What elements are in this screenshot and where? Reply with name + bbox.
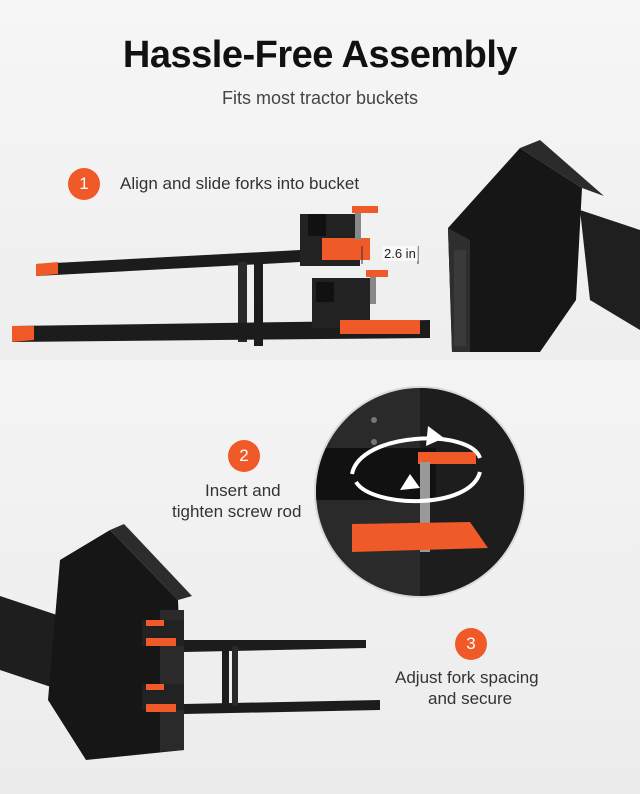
page-subtitle: Fits most tractor buckets	[221, 88, 419, 108]
page-title: Hassle-Free Assembly	[122, 34, 518, 76]
step-3-text-line1: Adjust fork spacing	[395, 668, 539, 687]
step-1-badge: 1	[68, 168, 100, 200]
measurement-label: 2.6 in	[382, 246, 418, 261]
step-3-badge: 3	[455, 628, 487, 660]
step-3-text-line2: and secure	[428, 689, 513, 708]
step-1-illustration	[12, 140, 640, 352]
step-1-text: Align and slide forks into bucket	[120, 174, 360, 193]
step-2-badge: 2	[228, 440, 260, 472]
step-2-text-line1: Insert and	[205, 481, 281, 500]
step-2-text-line2: tighten screw rod	[172, 502, 302, 521]
